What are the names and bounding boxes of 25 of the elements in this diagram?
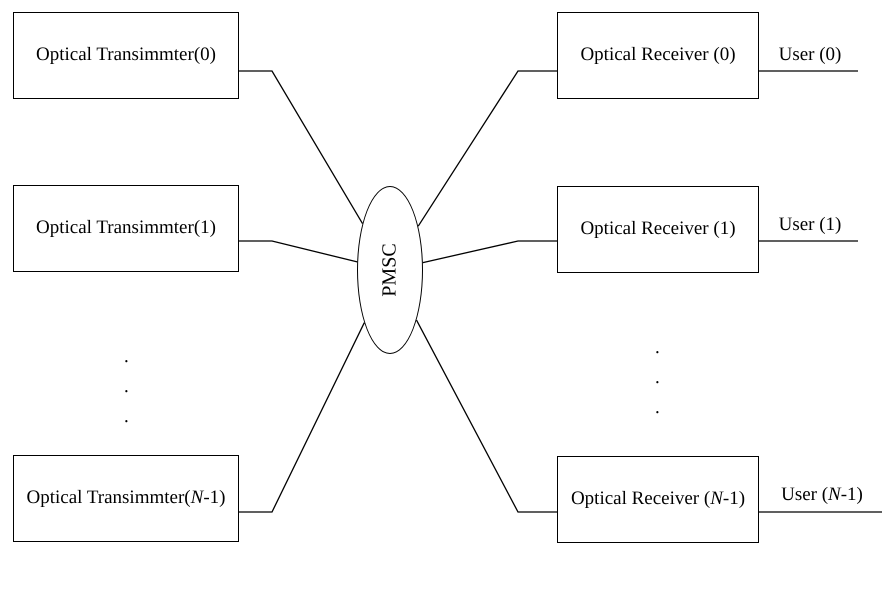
connector-line bbox=[239, 322, 365, 513]
output-label: User (1) bbox=[762, 214, 858, 241]
receiver-box: Optical Receiver (0) bbox=[557, 12, 759, 99]
ellipsis-dot: . bbox=[124, 407, 129, 426]
transmitter-box: Optical Transimmter(1) bbox=[13, 185, 239, 272]
connector-line bbox=[759, 511, 882, 513]
ellipsis-dot: . bbox=[655, 338, 660, 357]
receiver-box: Optical Receiver (N-1) bbox=[557, 456, 759, 543]
ellipsis-dot: . bbox=[655, 398, 660, 417]
output-label: User (0) bbox=[762, 44, 858, 71]
transmitter-box: Optical Transimmter(N-1) bbox=[13, 455, 239, 542]
connector-line bbox=[239, 240, 358, 263]
switch-ellipse: PMSC bbox=[357, 186, 423, 354]
connector-line bbox=[759, 70, 858, 72]
ellipsis-dot: . bbox=[124, 347, 129, 366]
transmitter-box: Optical Transimmter(0) bbox=[13, 12, 239, 99]
output-label: User (N-1) bbox=[762, 484, 882, 512]
connector-line bbox=[416, 320, 557, 513]
connector-line bbox=[759, 240, 858, 242]
receiver-box: Optical Receiver (1) bbox=[557, 186, 759, 273]
ellipsis-dot: . bbox=[655, 368, 660, 387]
ellipsis-dot: . bbox=[124, 377, 129, 396]
connector-line bbox=[239, 70, 364, 224]
connector-line bbox=[422, 240, 557, 264]
connector-line bbox=[418, 70, 557, 227]
